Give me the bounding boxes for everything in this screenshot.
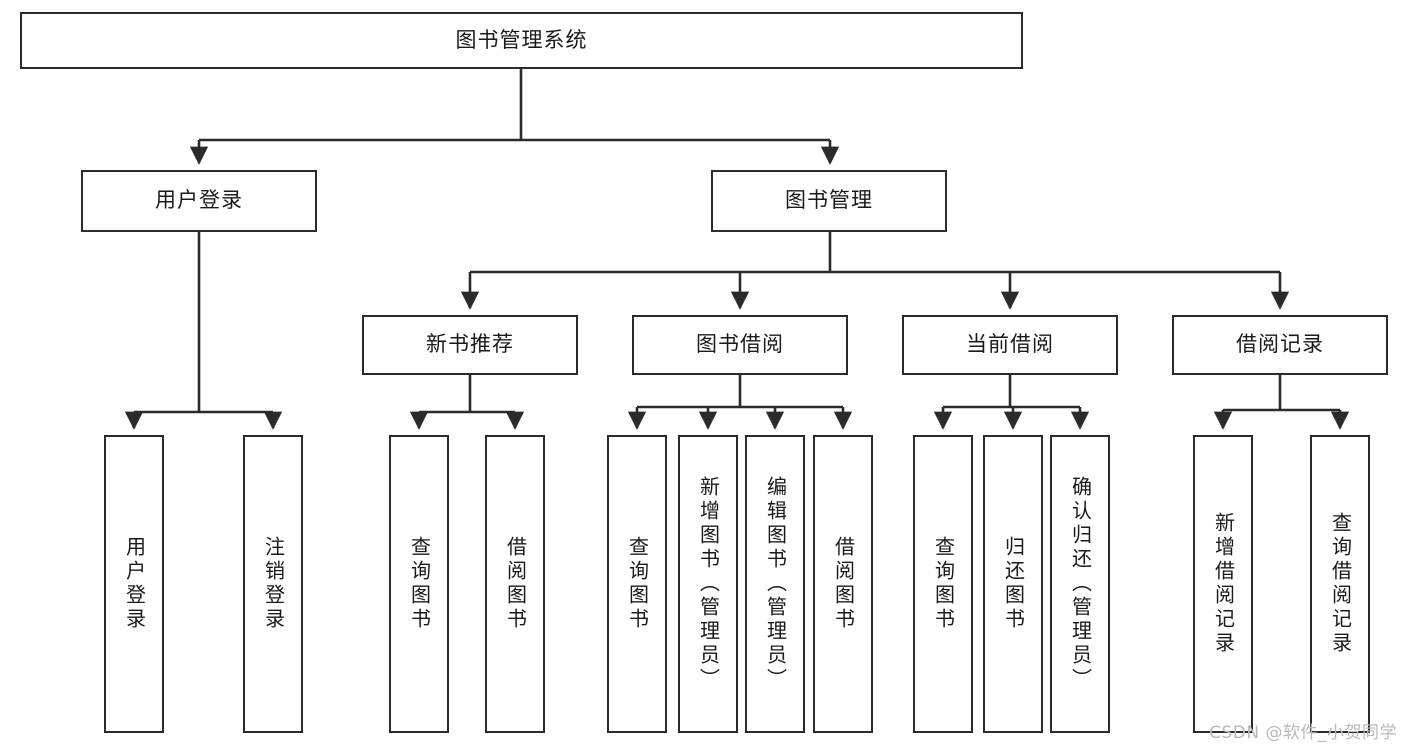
leaf-user-login-label: 用户登录 (122, 536, 147, 632)
leaf-query-book-recommend[interactable]: 查询图书 (389, 435, 449, 733)
node-book-management[interactable]: 图书管理 (711, 170, 947, 232)
leaf-query-book-borrow[interactable]: 查询图书 (607, 435, 667, 733)
leaf-edit-book-admin-label: 编辑图书（管理员） (763, 476, 788, 692)
node-book-management-label: 图书管理 (785, 188, 873, 213)
leaf-borrow-book-label: 借阅图书 (831, 536, 856, 632)
leaf-add-book-admin-label: 新增图书（管理员） (696, 476, 721, 692)
leaf-query-book-current-label: 查询图书 (931, 536, 956, 632)
leaf-borrow-book-recommend-label: 借阅图书 (503, 536, 528, 632)
leaf-confirm-return-admin[interactable]: 确认归还（管理员） (1050, 435, 1110, 733)
node-new-book-recommend-label: 新书推荐 (426, 332, 514, 357)
leaf-logout[interactable]: 注销登录 (243, 435, 303, 733)
leaf-query-book-recommend-label: 查询图书 (407, 536, 432, 632)
leaf-borrow-book[interactable]: 借阅图书 (813, 435, 873, 733)
leaf-borrow-book-recommend[interactable]: 借阅图书 (485, 435, 545, 733)
leaf-edit-book-admin[interactable]: 编辑图书（管理员） (745, 435, 805, 733)
leaf-query-borrow-record-label: 查询借阅记录 (1328, 512, 1353, 656)
node-borrow-record[interactable]: 借阅记录 (1172, 315, 1388, 375)
node-current-borrow[interactable]: 当前借阅 (902, 315, 1118, 375)
leaf-confirm-return-admin-label: 确认归还（管理员） (1068, 476, 1093, 692)
node-book-borrow[interactable]: 图书借阅 (632, 315, 848, 375)
leaf-query-book-borrow-label: 查询图书 (625, 536, 650, 632)
node-user-login[interactable]: 用户登录 (81, 170, 317, 232)
leaf-query-borrow-record[interactable]: 查询借阅记录 (1310, 435, 1370, 733)
node-borrow-record-label: 借阅记录 (1236, 332, 1324, 357)
node-book-borrow-label: 图书借阅 (696, 332, 784, 357)
node-root-label: 图书管理系统 (455, 27, 588, 52)
leaf-add-borrow-record[interactable]: 新增借阅记录 (1193, 435, 1253, 733)
leaf-query-book-current[interactable]: 查询图书 (913, 435, 973, 733)
leaf-logout-label: 注销登录 (261, 536, 286, 632)
node-current-borrow-label: 当前借阅 (966, 332, 1054, 357)
leaf-user-login[interactable]: 用户登录 (104, 435, 164, 733)
node-root[interactable]: 图书管理系统 (20, 12, 1023, 69)
node-user-login-label: 用户登录 (155, 188, 243, 213)
watermark: CSDN @软件_小贺同学 (1209, 723, 1397, 743)
node-new-book-recommend[interactable]: 新书推荐 (362, 315, 578, 375)
leaf-return-book[interactable]: 归还图书 (983, 435, 1043, 733)
leaf-add-borrow-record-label: 新增借阅记录 (1211, 512, 1236, 656)
leaf-return-book-label: 归还图书 (1001, 536, 1026, 632)
leaf-add-book-admin[interactable]: 新增图书（管理员） (678, 435, 738, 733)
